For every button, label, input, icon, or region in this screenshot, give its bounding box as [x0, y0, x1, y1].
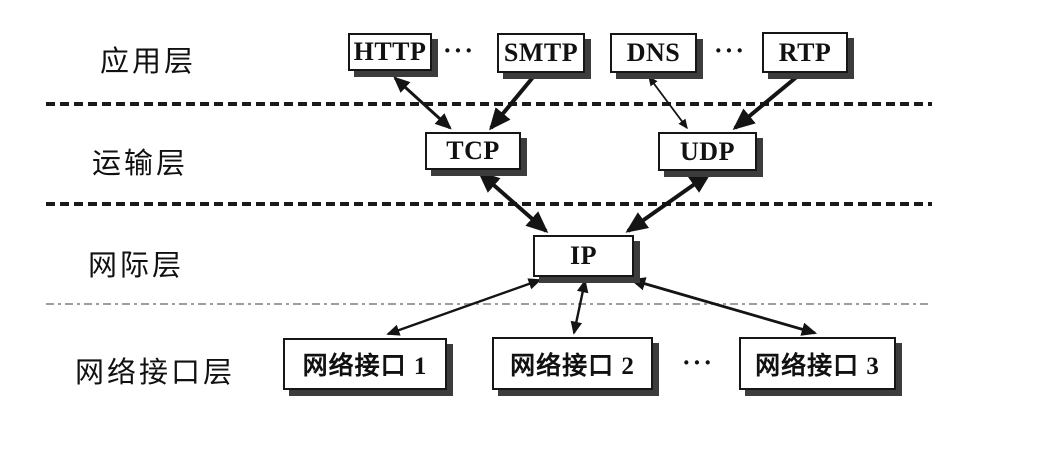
- arrow-ip-nic1: [386, 278, 542, 336]
- box-network-interface-3: 网络接口 3: [739, 337, 896, 390]
- ellipsis-application-left: ···: [442, 36, 475, 65]
- arrow-ip-nic3: [629, 277, 818, 336]
- layer-label-network-interface: 网络接口层: [75, 357, 236, 389]
- arrow-smtp-tcp: [489, 74, 536, 131]
- box-smtp: SMTP: [497, 33, 585, 73]
- arrow-dns-udp: [648, 75, 688, 130]
- box-dns: DNS: [610, 33, 697, 73]
- arrow-http-tcp: [393, 76, 452, 130]
- layer-label-transport: 运输层: [92, 148, 189, 180]
- box-network-interface-2: 网络接口 2: [492, 337, 653, 390]
- box-http: HTTP: [348, 33, 432, 71]
- box-rtp: RTP: [762, 32, 848, 73]
- ellipsis-network-interface: ···: [681, 348, 714, 377]
- box-tcp: TCP: [425, 132, 521, 170]
- layer-label-application: 应用层: [100, 46, 197, 78]
- ellipsis-application-right: ···: [713, 36, 746, 65]
- box-ip: IP: [533, 235, 634, 277]
- box-network-interface-1: 网络接口 1: [283, 338, 447, 390]
- arrow-ip-nic2: [570, 279, 589, 335]
- box-udp: UDP: [658, 132, 757, 171]
- layer-label-internet: 网际层: [88, 250, 185, 282]
- arrow-tcp-ip: [477, 170, 549, 234]
- arrow-rtp-udp: [732, 73, 801, 130]
- arrow-udp-ip: [625, 172, 712, 233]
